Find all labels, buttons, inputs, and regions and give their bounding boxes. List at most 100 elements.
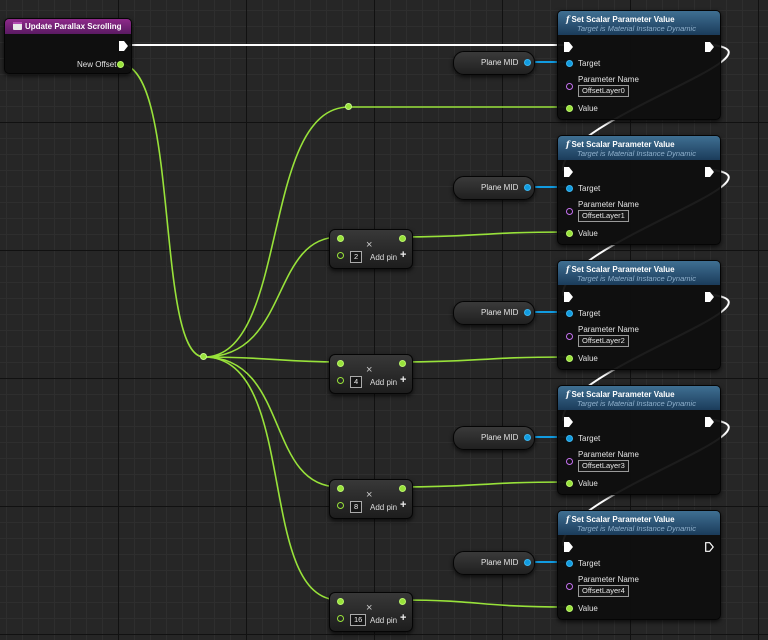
new-offset-out-pin[interactable] bbox=[117, 61, 124, 68]
target-pin[interactable] bbox=[566, 310, 573, 317]
multiply-node-x4[interactable]: × 4 Add pin + bbox=[329, 354, 413, 394]
plane-mid-out-pin[interactable] bbox=[524, 184, 531, 191]
plane-mid-label: Plane MID bbox=[481, 433, 519, 442]
set-scalar-title: Set Scalar Parameter Value bbox=[571, 515, 675, 524]
target-pin[interactable] bbox=[566, 185, 573, 192]
multiply-value-input[interactable]: 8 bbox=[350, 501, 363, 513]
plane-mid-node-1[interactable]: Plane MID bbox=[453, 176, 535, 200]
update-parallax-event-node[interactable]: Update Parallax Scrolling New Offset bbox=[4, 18, 132, 74]
exec-out-pin[interactable] bbox=[705, 417, 714, 427]
function-f-icon: f bbox=[566, 264, 570, 274]
add-pin-plus-icon[interactable]: + bbox=[400, 249, 407, 261]
target-pin[interactable] bbox=[566, 560, 573, 567]
plane-mid-label: Plane MID bbox=[481, 308, 519, 317]
plane-mid-label: Plane MID bbox=[481, 558, 519, 567]
set-scalar-title: Set Scalar Parameter Value bbox=[571, 390, 675, 399]
multiply-input-b-pin[interactable] bbox=[337, 615, 344, 622]
plane-mid-out-pin[interactable] bbox=[524, 309, 531, 316]
set-scalar-subtitle: Target is Material Instance Dynamic bbox=[577, 524, 696, 533]
multiply-value-input[interactable]: 4 bbox=[350, 376, 363, 388]
exec-out-pin[interactable] bbox=[705, 292, 714, 302]
multiply-output-pin[interactable] bbox=[399, 485, 406, 492]
plane-mid-node-3[interactable]: Plane MID bbox=[453, 426, 535, 450]
value-label: Value bbox=[578, 479, 598, 488]
event-node-title: Update Parallax Scrolling bbox=[25, 22, 122, 31]
function-f-icon: f bbox=[566, 514, 570, 524]
target-label: Target bbox=[578, 309, 601, 318]
float-wire-hub-to-mul2 bbox=[203, 236, 340, 358]
exec-in-pin[interactable] bbox=[564, 42, 573, 52]
parameter-name-pin[interactable] bbox=[566, 583, 573, 590]
multiply-input-a-pin[interactable] bbox=[337, 598, 344, 605]
multiply-input-b-pin[interactable] bbox=[337, 252, 344, 259]
value-pin[interactable] bbox=[566, 480, 573, 487]
parameter-name-pin[interactable] bbox=[566, 208, 573, 215]
target-label: Target bbox=[578, 59, 601, 68]
parameter-name-input[interactable]: OffsetLayer1 bbox=[578, 210, 629, 222]
exec-in-pin[interactable] bbox=[564, 292, 573, 302]
parameter-name-pin[interactable] bbox=[566, 333, 573, 340]
event-exec-out-pin[interactable] bbox=[119, 41, 128, 51]
parameter-name-input[interactable]: OffsetLayer2 bbox=[578, 335, 629, 347]
target-pin[interactable] bbox=[566, 435, 573, 442]
exec-in-pin[interactable] bbox=[564, 542, 573, 552]
value-pin[interactable] bbox=[566, 230, 573, 237]
multiply-input-b-pin[interactable] bbox=[337, 502, 344, 509]
plane-mid-node-4[interactable]: Plane MID bbox=[453, 551, 535, 575]
exec-in-pin[interactable] bbox=[564, 417, 573, 427]
plane-mid-out-pin[interactable] bbox=[524, 59, 531, 66]
target-label: Target bbox=[578, 559, 601, 568]
multiply-node-x2[interactable]: × 2 Add pin + bbox=[329, 229, 413, 269]
exec-in-pin[interactable] bbox=[564, 167, 573, 177]
plane-mid-out-pin[interactable] bbox=[524, 434, 531, 441]
value-pin[interactable] bbox=[566, 605, 573, 612]
plane-mid-out-pin[interactable] bbox=[524, 559, 531, 566]
multiply-output-pin[interactable] bbox=[399, 598, 406, 605]
value0-reroute-knot[interactable] bbox=[345, 103, 352, 110]
value-pin[interactable] bbox=[566, 355, 573, 362]
multiply-value-input[interactable]: 16 bbox=[350, 614, 367, 626]
add-pin-label[interactable]: Add pin bbox=[370, 253, 398, 262]
multiply-output-pin[interactable] bbox=[399, 360, 406, 367]
multiply-output-pin[interactable] bbox=[399, 235, 406, 242]
float-wire-mul4-to-value2 bbox=[401, 356, 567, 363]
add-pin-label[interactable]: Add pin bbox=[370, 378, 398, 387]
multiply-value-input[interactable]: 2 bbox=[350, 251, 363, 263]
multiply-node-x8[interactable]: × 8 Add pin + bbox=[329, 479, 413, 519]
target-label: Target bbox=[578, 434, 601, 443]
exec-out-pin-unconnected[interactable] bbox=[705, 542, 714, 552]
plane-mid-node-2[interactable]: Plane MID bbox=[453, 301, 535, 325]
add-pin-plus-icon[interactable]: + bbox=[400, 499, 407, 511]
parameter-name-pin[interactable] bbox=[566, 458, 573, 465]
hub-reroute-knot[interactable] bbox=[200, 353, 207, 360]
set-scalar-title: Set Scalar Parameter Value bbox=[571, 15, 675, 24]
exec-out-pin[interactable] bbox=[705, 167, 714, 177]
multiply-input-a-pin[interactable] bbox=[337, 485, 344, 492]
parameter-name-input[interactable]: OffsetLayer0 bbox=[578, 85, 629, 97]
multiply-input-a-pin[interactable] bbox=[337, 235, 344, 242]
multiply-x-icon: × bbox=[366, 489, 373, 501]
parameter-name-input[interactable]: OffsetLayer4 bbox=[578, 585, 629, 597]
exec-out-pin[interactable] bbox=[705, 42, 714, 52]
add-pin-label[interactable]: Add pin bbox=[370, 616, 398, 625]
add-pin-label[interactable]: Add pin bbox=[370, 503, 398, 512]
parameter-name-input[interactable]: OffsetLayer3 bbox=[578, 460, 629, 472]
value-pin[interactable] bbox=[566, 105, 573, 112]
parameter-name-label: Parameter Name bbox=[578, 575, 639, 584]
multiply-input-a-pin[interactable] bbox=[337, 360, 344, 367]
target-pin[interactable] bbox=[566, 60, 573, 67]
parameter-name-pin[interactable] bbox=[566, 83, 573, 90]
add-pin-plus-icon[interactable]: + bbox=[400, 374, 407, 386]
new-offset-label: New Offset bbox=[77, 60, 117, 69]
multiply-input-b-pin[interactable] bbox=[337, 377, 344, 384]
plane-mid-label: Plane MID bbox=[481, 183, 519, 192]
add-pin-plus-icon[interactable]: + bbox=[400, 612, 407, 624]
set-scalar-subtitle: Target is Material Instance Dynamic bbox=[577, 274, 696, 283]
multiply-node-x16[interactable]: × 16 Add pin + bbox=[329, 592, 413, 632]
plane-mid-node-0[interactable]: Plane MID bbox=[453, 51, 535, 75]
